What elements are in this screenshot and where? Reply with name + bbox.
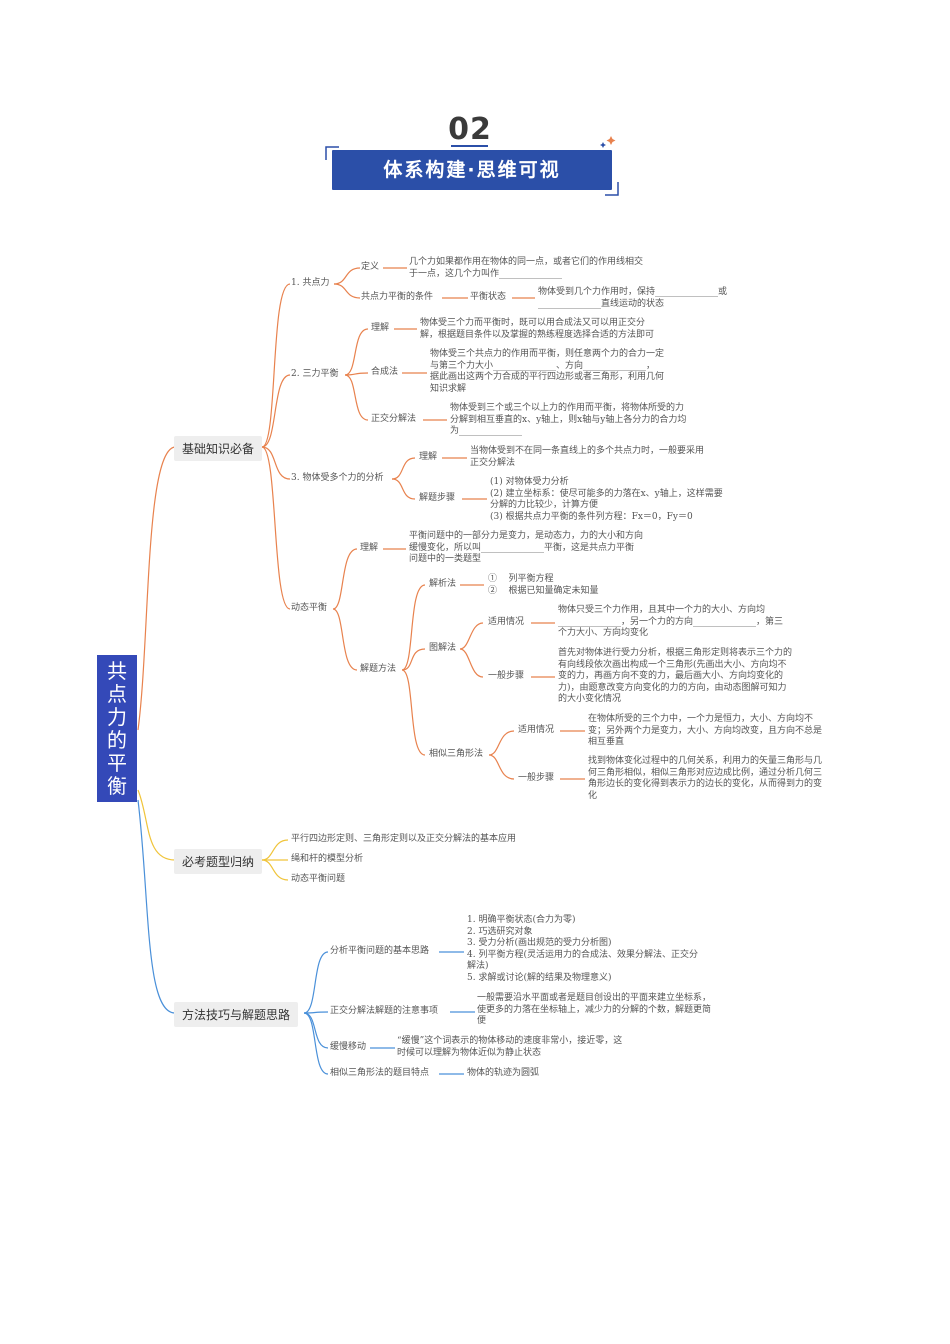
node-solving-steps: 解题步骤: [419, 493, 456, 503]
node-basic-approach: 分析平衡问题的基本思路: [330, 946, 430, 956]
node-general-steps: 一般步骤: [518, 773, 555, 783]
section-number: 02: [448, 112, 492, 147]
node-understanding: 理解: [360, 543, 379, 553]
section-basic-knowledge: 基础知识必备: [174, 436, 263, 461]
node-definition: 定义: [361, 262, 380, 272]
node-applicable-case: 适用情况: [518, 725, 555, 735]
text-general-steps: 找到物体变化过程中的几何关系，利用力的矢量三角形与几 何三角形相似，相似三角形对…: [588, 756, 823, 801]
text-slow-motion: “缓慢”这个词表示的物体移动的速度非常小，接近零，这 时候可以理解为物体近似为静…: [397, 1036, 623, 1058]
node-orthogonal-notes: 正交分解法解题的注意事项: [330, 1006, 439, 1016]
node-orthogonal: 正交分解法: [371, 414, 417, 424]
text-applicable-case: 物体只受三个力作用，且其中一个力的大小、方向均 ______________，另…: [558, 605, 784, 638]
root-char: 共: [107, 658, 127, 683]
section-exam-types: 必考题型归纳: [174, 849, 263, 874]
text-solving-steps: (1) 对物体受力分析 (2) 建立坐标系：使尽可能多的力落在x、y轴上，这样需…: [490, 477, 723, 522]
node-equilibrium-state: 平衡状态: [470, 292, 507, 302]
list-item: 平行四边形定则、三角形定则以及正交分解法的基本应用: [291, 834, 517, 844]
list-item: 动态平衡问题: [291, 874, 346, 884]
node-similar-triangle: 相似三角形法: [429, 749, 484, 759]
list-item: 绳和杆的模型分析: [291, 854, 364, 864]
node-concurrent-force: 1. 共点力: [291, 278, 330, 288]
node-dynamic-equilibrium: 动态平衡: [291, 603, 328, 613]
text-analytic-method: ① 列平衡方程 ② 根据已知量确定未知量: [488, 574, 599, 596]
root-char: 点: [107, 681, 127, 706]
node-equilibrium-condition: 共点力平衡的条件: [361, 292, 434, 302]
root-char: 衡: [107, 773, 127, 798]
page-title: 体系构建·思维可视: [332, 150, 612, 190]
section-methods: 方法技巧与解题思路: [174, 1002, 299, 1027]
node-understanding: 理解: [419, 452, 438, 462]
text-composition: 物体受三个共点力的作用而平衡，则任意两个力的合力一定 与第三个力大小______…: [430, 349, 665, 394]
text-general-steps: 首先对物体进行受力分析，根据三角形定则将表示三个力的 有向线段依次画出构成一个三…: [558, 648, 793, 704]
node-applicable-case: 适用情况: [488, 617, 525, 627]
node-multi-force: 3. 物体受多个力的分析: [291, 473, 384, 483]
root-char: 平: [107, 750, 127, 775]
node-solving-method: 解题方法: [360, 664, 397, 674]
text-similar-triangle-feature: 物体的轨迹为圆弧: [467, 1068, 540, 1078]
node-general-steps: 一般步骤: [488, 671, 525, 681]
node-graphic-method: 图解法: [429, 643, 457, 653]
node-composition: 合成法: [371, 367, 399, 377]
node-three-force: 2. 三力平衡: [291, 369, 339, 379]
node-analytic-method: 解析法: [429, 579, 457, 589]
text-applicable-case: 在物体所受的三个力中，一个力是恒力，大小、方向均不 变；另外两个力是变力，大小、…: [588, 714, 823, 747]
node-slow-motion: 缓慢移动: [330, 1042, 367, 1052]
text-orthogonal: 物体受到三个或三个以上力的作用而平衡，将物体所受的力 分解到相互垂直的x、y轴上…: [450, 403, 687, 436]
text-definition: 几个力如果都作用在物体的同一点，或者它们的作用线相交 于一点，这几个力叫作___…: [409, 257, 644, 279]
node-understanding: 理解: [371, 323, 390, 333]
node-similar-triangle-feature: 相似三角形法的题目特点: [330, 1068, 430, 1078]
root-node: 共 点 力 的 平 衡: [97, 655, 137, 802]
root-char: 的: [107, 727, 127, 752]
text-understanding: 平衡问题中的一部分力是变力，是动态力，力的大小和方向 缓慢变化，所以叫_____…: [409, 531, 644, 564]
text-equilibrium-state: 物体受到几个力作用时，保持______________或 ___________…: [538, 287, 728, 309]
text-understanding: 当物体受到不在同一条直线上的多个共点力时，一般要采用 正交分解法: [470, 446, 705, 468]
text-understanding: 物体受三个力而平衡时，既可以用合成法又可以用正交分 解，根据题目条件以及掌握的熟…: [420, 318, 655, 340]
root-char: 力: [107, 704, 127, 729]
text-basic-approach: 1. 明确平衡状态(合力为零) 2. 巧选研究对象 3. 受力分析(画出规范的受…: [467, 915, 698, 983]
text-orthogonal-notes: 一般需要沿水平面或者是题目创设出的平面来建立坐标系， 使更多的力落在坐标轴上，减…: [477, 993, 712, 1026]
